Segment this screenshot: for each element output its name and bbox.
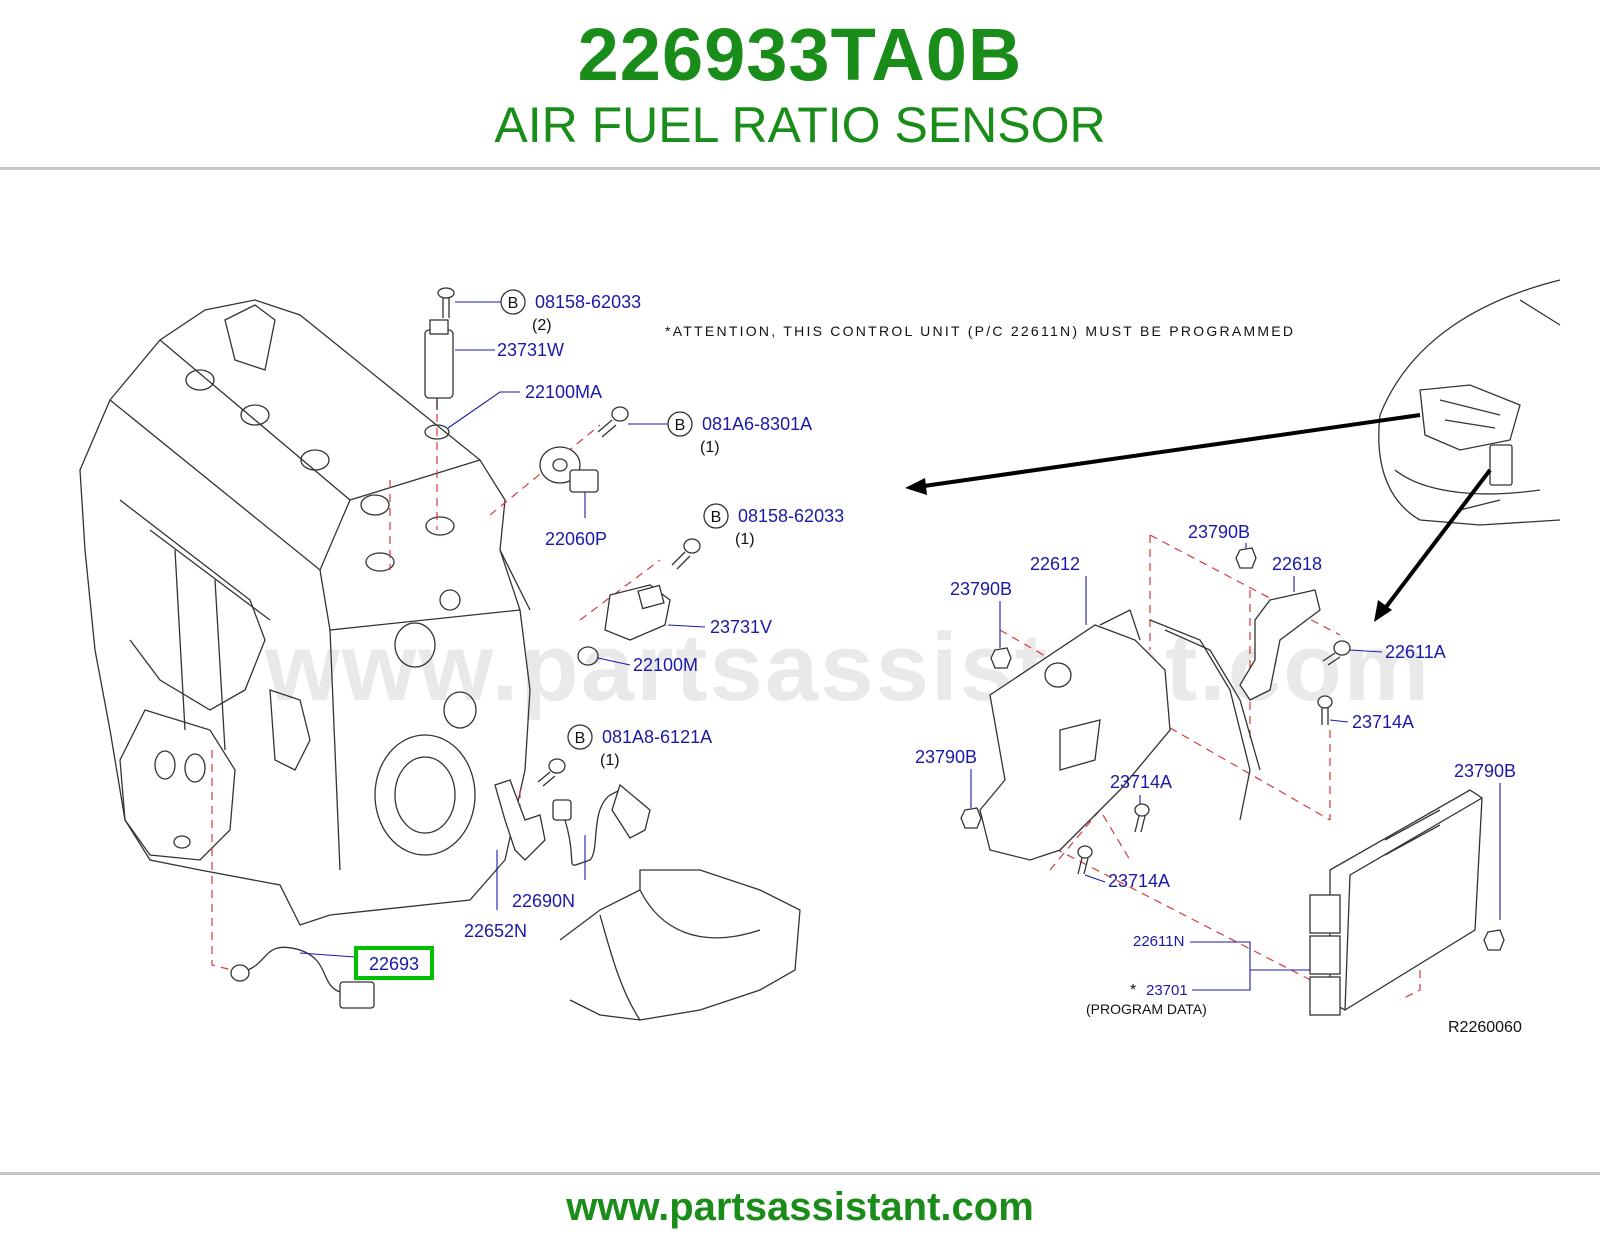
part-number-title: 226933TA0B: [577, 13, 1023, 96]
callouts-left: B 08158-62033 (2) 23731W 22100MA B 081A6…: [299, 289, 844, 980]
label-23701[interactable]: 23701: [1146, 982, 1188, 999]
label-081A6-8301A[interactable]: 081A6-8301A: [702, 414, 812, 434]
label-qty-1-b: (1): [735, 531, 755, 548]
bolt-08158-mid-illustration: [671, 538, 701, 570]
bolt-marker-3: [703, 503, 729, 529]
highlight-box-22693: [354, 946, 434, 980]
label-qty-1-c: (1): [600, 752, 620, 769]
label-23731V[interactable]: 23731V: [710, 617, 772, 637]
label-star: *: [1130, 982, 1136, 999]
label-23714A-center[interactable]: 23714A: [1110, 772, 1172, 792]
part-name-subtitle: AIR FUEL RATIO SENSOR: [494, 97, 1106, 153]
knock-sensor-22060P-illustration: [539, 446, 599, 493]
label-22611A[interactable]: 22611A: [1385, 642, 1446, 662]
label-081A8-6121A[interactable]: 081A8-6121A: [602, 727, 712, 747]
air-fuel-ratio-sensor-22693-illustration: [230, 946, 375, 1009]
label-23790B-right[interactable]: 23790B: [1454, 761, 1516, 781]
parts-diagram: www.partsassistant.com: [79, 279, 1561, 1036]
diagram-reference: R2260060: [1448, 1019, 1522, 1036]
footer-website-link[interactable]: www.partsassistant.com: [566, 1185, 1034, 1229]
label-23714A-bottom[interactable]: 23714A: [1108, 871, 1170, 891]
bolt-081A8-illustration: [537, 758, 566, 787]
watermark: www.partsassistant.com: [264, 614, 1431, 721]
vehicle-illustration: [1378, 279, 1561, 526]
nuts-23790B-illustration: [960, 547, 1505, 951]
ecm-bracket-22612-illustration: [979, 609, 1261, 861]
label-22652N[interactable]: 22652N: [464, 921, 527, 941]
engine-control-module-22611N-illustration: [1309, 789, 1483, 1016]
label-qty-1-a: (1): [700, 439, 720, 456]
svg-text:B: B: [711, 509, 722, 526]
label-08158-62033-mid[interactable]: 08158-62033: [738, 506, 844, 526]
location-arrows: [905, 413, 1492, 622]
label-23790B-top[interactable]: 23790B: [1188, 522, 1250, 542]
label-22611N[interactable]: 22611N: [1133, 933, 1184, 950]
svg-text:B: B: [508, 295, 519, 312]
label-22690N[interactable]: 22690N: [512, 891, 575, 911]
heated-oxygen-sensor-22690N-illustration: [552, 783, 651, 866]
label-23790B-left[interactable]: 23790B: [950, 579, 1012, 599]
label-22100MA[interactable]: 22100MA: [525, 382, 602, 402]
label-22693-highlighted[interactable]: 22693: [369, 954, 419, 974]
label-23790B-lower-left[interactable]: 23790B: [915, 747, 977, 767]
intake-duct-illustration: [559, 869, 801, 1021]
engine-block-illustration: [79, 299, 531, 926]
label-22060P[interactable]: 22060P: [545, 529, 607, 549]
bolt-marker-4: [567, 724, 593, 750]
label-22612[interactable]: 22612: [1030, 554, 1080, 574]
crankshaft-sensor-23731V-illustration: [604, 584, 671, 641]
label-program-data: (PROGRAM DATA): [1086, 1001, 1207, 1017]
bracket-22652N-illustration: [494, 779, 546, 861]
footer-divider: [0, 1172, 1600, 1175]
bolts-23714A-illustration: [1077, 640, 1351, 875]
o-ring-22100M-illustration: [577, 646, 599, 666]
svg-text:B: B: [675, 417, 686, 434]
camshaft-sensor-23731W-illustration: [424, 319, 454, 410]
label-23731W[interactable]: 23731W: [497, 340, 564, 360]
label-08158-62033-top[interactable]: 08158-62033: [535, 292, 641, 312]
label-22618[interactable]: 22618: [1272, 554, 1322, 574]
label-qty-2: (2): [532, 317, 552, 334]
attention-note: *ATTENTION, THIS CONTROL UNIT (P/C 22611…: [665, 323, 1293, 339]
bolt-08158-top-illustration: [437, 287, 455, 318]
label-23714A-right[interactable]: 23714A: [1352, 712, 1414, 732]
label-22100M[interactable]: 22100M: [633, 655, 698, 675]
page-header: 226933TA0B AIR FUEL RATIO SENSOR: [0, 0, 1600, 168]
header-divider: [0, 167, 1600, 170]
bracket-22618-illustration: [1239, 589, 1321, 701]
o-ring-22100MA-illustration: [424, 424, 450, 440]
bolt-081A6-illustration: [597, 406, 629, 438]
callouts-right: 23790B 22612 23790B 22618 22611A 23714A …: [915, 522, 1516, 1017]
svg-text:B: B: [575, 730, 586, 747]
